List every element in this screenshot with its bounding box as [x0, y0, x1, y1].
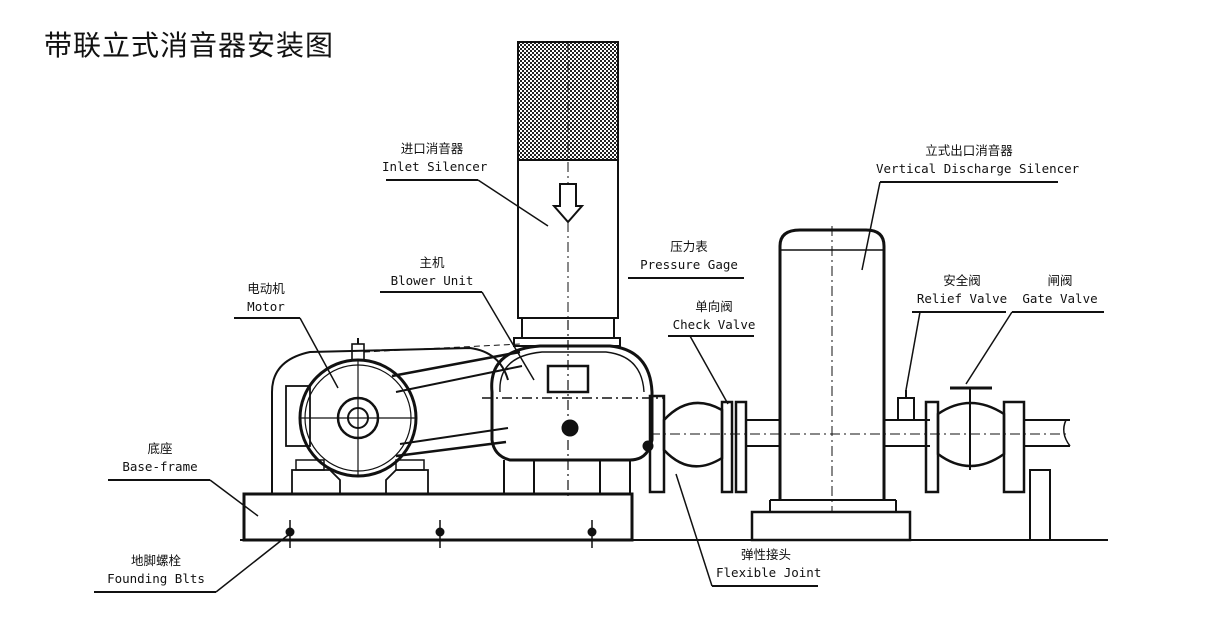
- blower-unit: [482, 300, 666, 500]
- inlet-silencer-label: 进口消音器 Inlet Silencer: [382, 141, 488, 174]
- discharge-pipe: [650, 419, 1070, 447]
- check-valve: [720, 400, 748, 494]
- vertical-discharge-silencer: [750, 226, 912, 542]
- drive-belts: [363, 343, 523, 458]
- leader-lines: [94, 179, 1104, 593]
- relief-valve: [884, 390, 930, 447]
- founding-bolts-label: 地脚螺栓 Founding Blts: [107, 553, 205, 586]
- flexible-joint-label: 弹性接头 Flexible Joint: [716, 547, 822, 580]
- flexible-joint: [662, 401, 724, 468]
- inlet-silencer: [517, 41, 619, 319]
- vertical-discharge-silencer-label: 立式出口消音器 Vertical Discharge Silencer: [876, 143, 1080, 176]
- base-frame-label: 底座 Base-frame: [122, 441, 198, 474]
- check-valve-label: 单向阀 Check Valve: [672, 299, 756, 332]
- relief-valve-label: 安全阀 Relief Valve: [916, 273, 1008, 306]
- motor-label: 电动机 Motor: [247, 281, 285, 314]
- diagram-title: 带联立式消音器安装图: [44, 29, 335, 62]
- pressure-gage-label: 压力表 Pressure Gage: [640, 239, 738, 272]
- gate-valve: [924, 386, 1071, 541]
- base-frame: [242, 492, 634, 548]
- gate-valve-label: 闸阀 Gate Valve: [1022, 273, 1098, 306]
- blower-unit-label: 主机 Blower Unit: [390, 255, 474, 288]
